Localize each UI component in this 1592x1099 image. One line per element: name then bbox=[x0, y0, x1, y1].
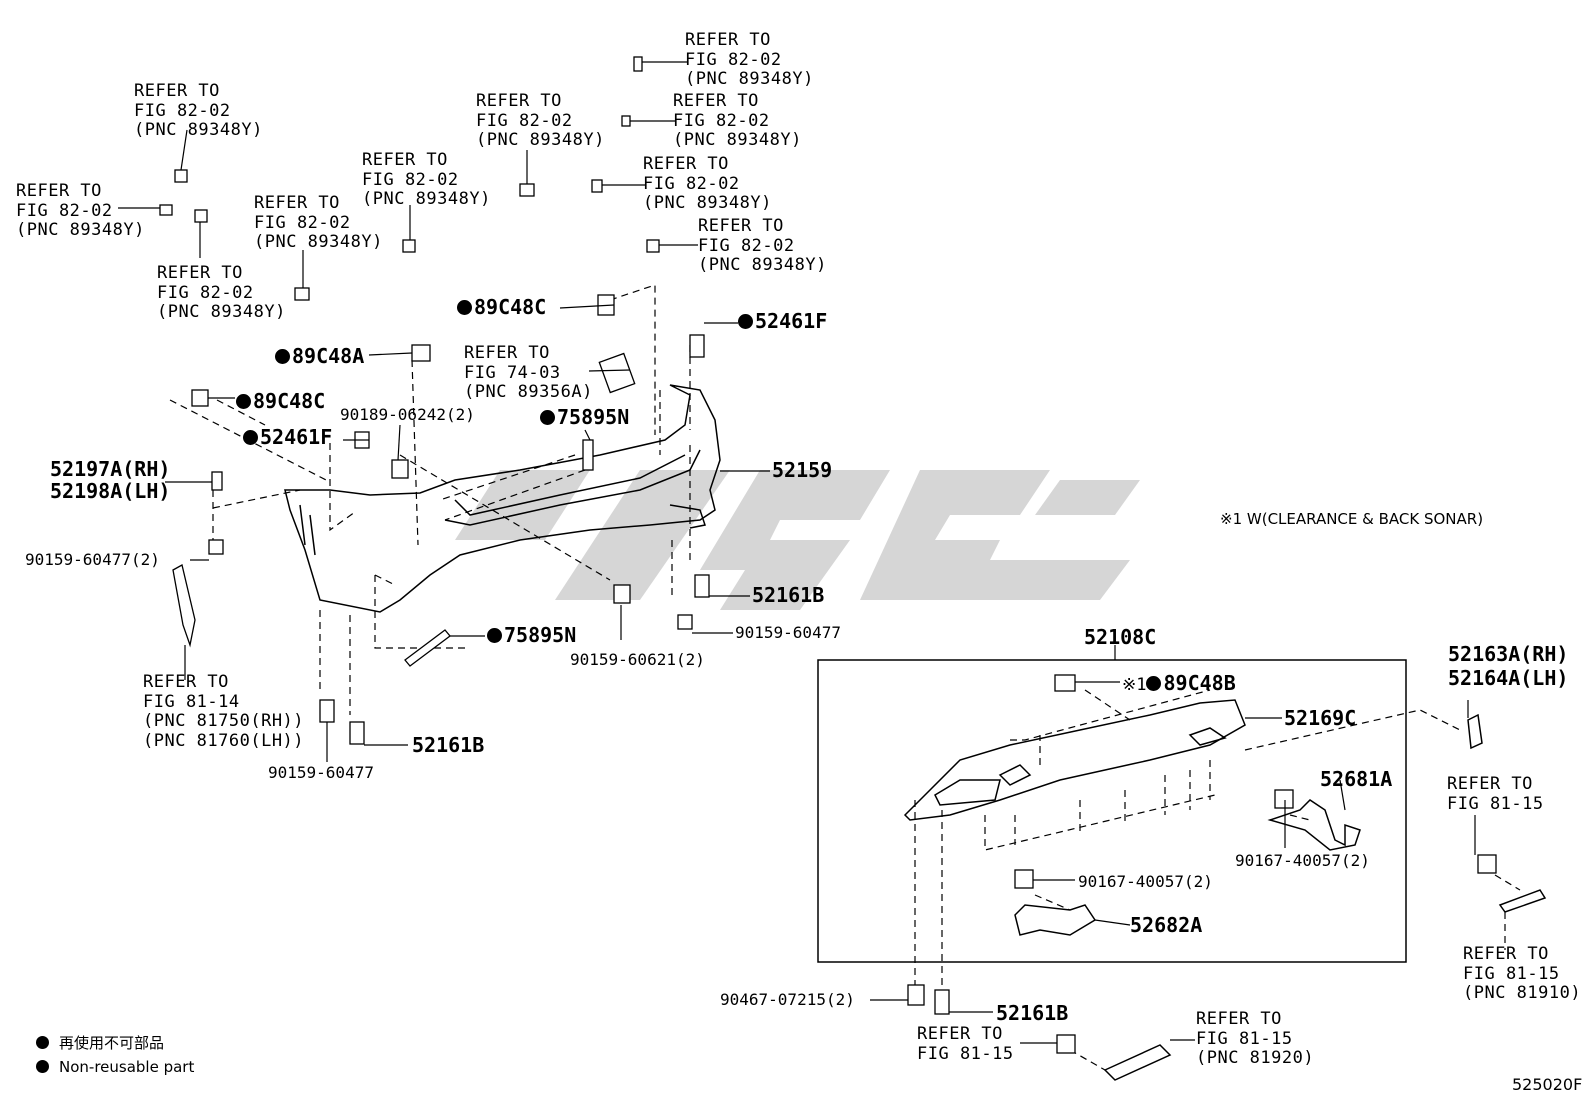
part-52169C: 52169C bbox=[1284, 706, 1357, 730]
refer-label-1: REFER TO FIG 82-02 (PNC 89348Y) bbox=[134, 81, 263, 140]
refer-label-fig7403: REFER TO FIG 74-03 (PNC 89356A) bbox=[464, 343, 593, 402]
assembly-box-52108C bbox=[817, 659, 1407, 963]
part-52197A: 52197A(RH) bbox=[50, 457, 171, 481]
refer-label-5: REFER TO FIG 82-02 (PNC 89348Y) bbox=[362, 150, 491, 209]
footnote-clearance-sonar: ※1 W(CLEARANCE & BACK SONAR) bbox=[1220, 510, 1484, 528]
part-89C48A: 89C48A bbox=[275, 345, 364, 367]
refer-label-fig8115b: REFER TO FIG 81-15 (PNC 81910) bbox=[1463, 944, 1582, 1003]
non-reusable-dot-icon bbox=[236, 394, 251, 409]
part-52108C: 52108C bbox=[1084, 625, 1157, 649]
part-89C48C-top: 89C48C bbox=[457, 296, 546, 318]
refer-label-10: REFER TO FIG 82-02 (PNC 89348Y) bbox=[698, 216, 827, 275]
non-reusable-dot-icon bbox=[36, 1036, 49, 1049]
part-52159: 52159 bbox=[772, 458, 833, 482]
non-reusable-dot-icon bbox=[738, 314, 753, 329]
part-90159-60477-c: 90159-60477 bbox=[268, 763, 374, 782]
part-90159-60477-2: 90159-60477(2) bbox=[25, 550, 160, 569]
watermark-logo bbox=[455, 470, 1140, 610]
non-reusable-dot-icon bbox=[243, 430, 258, 445]
refer-label-fig8115c: REFER TO FIG 81-15 bbox=[917, 1024, 1014, 1064]
part-75895N-top: 75895N bbox=[540, 406, 629, 428]
refer-label-8: REFER TO FIG 82-02 (PNC 89348Y) bbox=[673, 91, 802, 150]
non-reusable-dot-icon bbox=[36, 1060, 49, 1073]
part-90189-06242: 90189-06242(2) bbox=[340, 405, 475, 424]
part-75895N-bottom: 75895N bbox=[487, 624, 576, 646]
part-52164A: 52164A(LH) bbox=[1448, 666, 1569, 690]
legend-jp: 再使用不可部品 bbox=[36, 1032, 164, 1053]
non-reusable-dot-icon bbox=[1146, 676, 1162, 691]
note-marker: ※1 bbox=[1122, 675, 1147, 695]
garnish-52169C-shape bbox=[903, 699, 1246, 821]
part-52461F-left: 52461F bbox=[243, 426, 332, 448]
refer-label-4: REFER TO FIG 82-02 (PNC 89348Y) bbox=[254, 193, 383, 252]
refer-label-fig8115d: REFER TO FIG 81-15 (PNC 81920) bbox=[1196, 1009, 1315, 1068]
refer-label-fig8114: REFER TO FIG 81-14 (PNC 81750(RH)) (PNC … bbox=[143, 672, 305, 751]
part-52682A: 52682A bbox=[1130, 913, 1203, 937]
refer-label-6: REFER TO FIG 82-02 (PNC 89348Y) bbox=[476, 91, 605, 150]
part-89C48C-left: 89C48C bbox=[236, 390, 325, 412]
part-52161B-a: 52161B bbox=[752, 583, 825, 607]
part-90167-40057-a: 90167-40057(2) bbox=[1235, 851, 1370, 870]
part-90167-40057-b: 90167-40057(2) bbox=[1078, 872, 1213, 891]
part-52681A: 52681A bbox=[1320, 767, 1393, 791]
part-52461F-top: 52461F bbox=[738, 310, 827, 332]
part-90159-60477-b: 90159-60477 bbox=[735, 623, 841, 642]
part-52161B-c: 52161B bbox=[996, 1001, 1069, 1025]
part-52163A: 52163A(RH) bbox=[1448, 642, 1569, 666]
diagram-code: 525020F bbox=[1512, 1075, 1583, 1094]
non-reusable-dot-icon bbox=[487, 628, 502, 643]
non-reusable-dot-icon bbox=[457, 300, 472, 315]
refer-label-9: REFER TO FIG 82-02 (PNC 89348Y) bbox=[643, 154, 772, 213]
part-90159-60621: 90159-60621(2) bbox=[570, 650, 705, 669]
legend-en: Non-reusable part bbox=[36, 1058, 194, 1076]
refer-label-2: REFER TO FIG 82-02 (PNC 89348Y) bbox=[16, 181, 145, 240]
part-52161B-b: 52161B bbox=[412, 733, 485, 757]
part-90467-07215: 90467-07215(2) bbox=[720, 990, 855, 1009]
part-52198A: 52198A(LH) bbox=[50, 479, 171, 503]
refer-label-fig8115a: REFER TO FIG 81-15 bbox=[1447, 774, 1544, 814]
refer-label-7: REFER TO FIG 82-02 (PNC 89348Y) bbox=[685, 30, 814, 89]
bumper-cover-shape bbox=[284, 384, 721, 613]
refer-label-3: REFER TO FIG 82-02 (PNC 89348Y) bbox=[157, 263, 286, 322]
non-reusable-dot-icon bbox=[275, 349, 290, 364]
non-reusable-dot-icon bbox=[540, 410, 555, 425]
